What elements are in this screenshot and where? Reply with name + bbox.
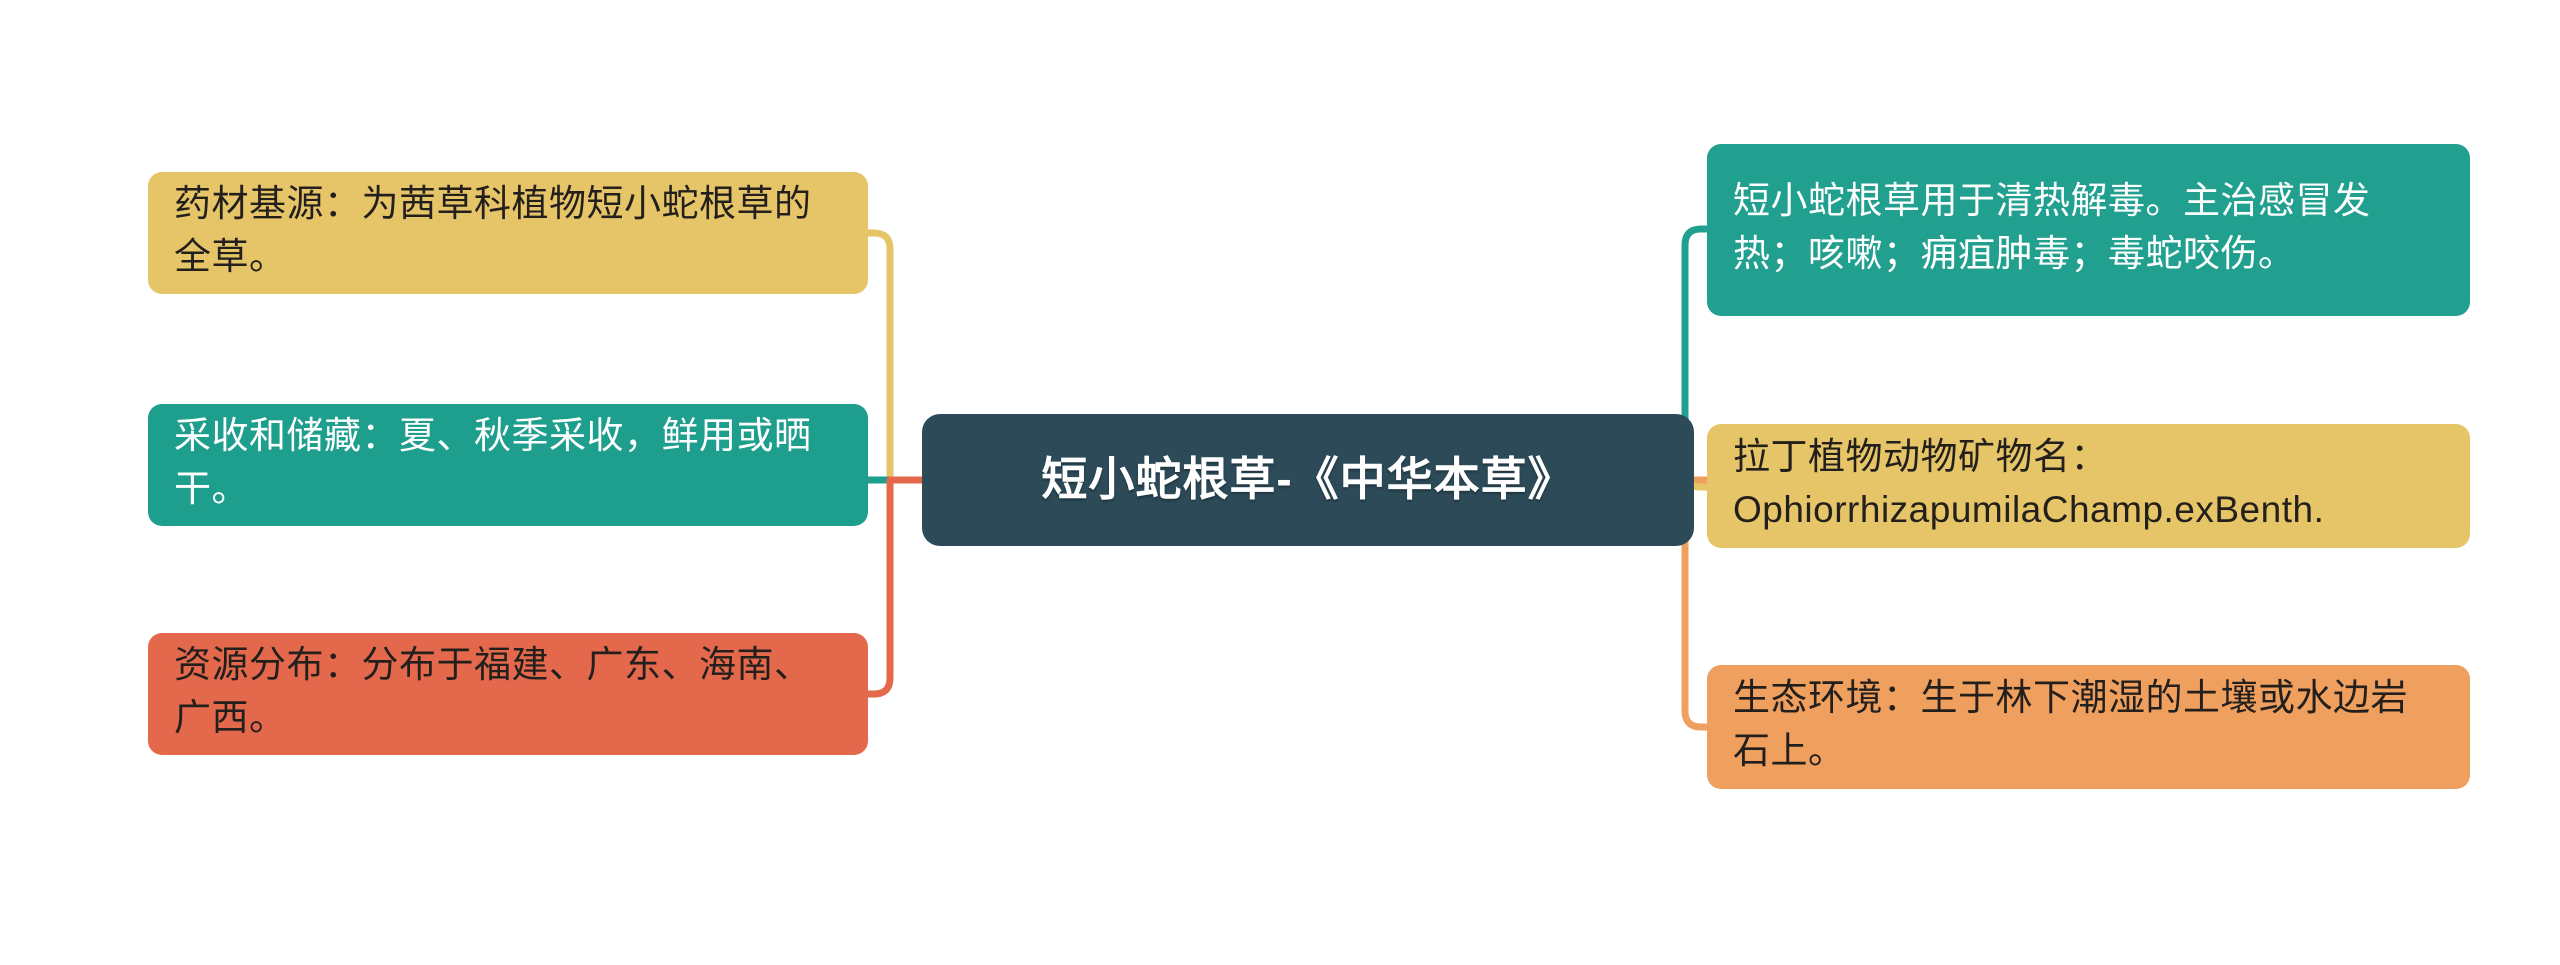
- branch-node-left-1[interactable]: 采收和储藏：夏、秋季采收，鲜用或晒干。: [148, 404, 868, 526]
- branch-node-left-2-label: 资源分布：分布于福建、广东、海南、广西。: [174, 644, 812, 738]
- branch-node-left-0-label: 药材基源：为茜草科植物短小蛇根草的全草。: [174, 183, 812, 277]
- branch-node-left-0[interactable]: 药材基源：为茜草科植物短小蛇根草的全草。: [148, 172, 868, 294]
- branch-node-left-1-label: 采收和储藏：夏、秋季采收，鲜用或晒干。: [174, 415, 812, 509]
- branch-node-right-2[interactable]: 生态环境：生于林下潮湿的土壤或水边岩石上。: [1707, 665, 2470, 789]
- branch-node-right-1-label: 拉丁植物动物矿物名：OphiorrhizapumilaChamp.exBenth…: [1733, 436, 2325, 530]
- branch-node-right-1[interactable]: 拉丁植物动物矿物名：OphiorrhizapumilaChamp.exBenth…: [1707, 424, 2470, 548]
- center-node[interactable]: 短小蛇根草-《中华本草》: [922, 414, 1694, 546]
- center-node-label: 短小蛇根草-《中华本草》: [1041, 453, 1575, 506]
- branch-node-right-2-label: 生态环境：生于林下潮湿的土壤或水边岩石上。: [1733, 677, 2408, 771]
- branch-node-left-2[interactable]: 资源分布：分布于福建、广东、海南、广西。: [148, 633, 868, 755]
- connector-left-0: [864, 229, 894, 484]
- branch-node-right-0[interactable]: 短小蛇根草用于清热解毒。主治感冒发热；咳嗽；痈疽肿毒；毒蛇咬伤。: [1707, 144, 2470, 316]
- connector-left-2: [864, 476, 894, 698]
- branch-node-right-0-label: 短小蛇根草用于清热解毒。主治感冒发热；咳嗽；痈疽肿毒；毒蛇咬伤。: [1733, 180, 2371, 274]
